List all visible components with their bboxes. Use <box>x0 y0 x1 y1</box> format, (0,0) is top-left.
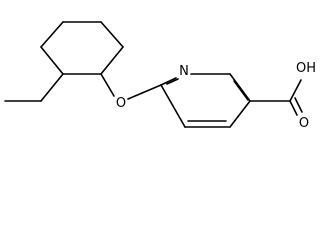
ring-double-bond <box>233 80 249 101</box>
ethyl-bond <box>40 73 64 102</box>
cyclohexane-ring <box>40 21 124 75</box>
acid-bond <box>289 79 302 102</box>
nitrogen-label: N <box>179 64 189 79</box>
acid-double-bond <box>294 97 303 113</box>
ether-oxygen-label: O <box>116 96 126 111</box>
ether-bond <box>127 84 162 100</box>
structure-diagram: O N OH O <box>0 0 320 150</box>
ring-double-bond <box>166 78 179 85</box>
ethyl-group <box>4 73 64 102</box>
ring-bond <box>40 21 64 48</box>
hydroxyl-label: OH <box>296 61 316 76</box>
ether-bond <box>100 73 115 97</box>
ring-bond <box>40 46 64 75</box>
ether-linkage: O <box>100 73 162 111</box>
carbonyl-oxygen-label: O <box>299 116 309 131</box>
ring-bond <box>160 84 186 128</box>
ring-bond <box>160 77 177 86</box>
ring-bond <box>100 21 124 48</box>
carboxylic-acid-group: OH O <box>249 61 316 131</box>
ring-bond <box>229 100 251 128</box>
ring-bond <box>100 46 124 75</box>
pyridine-ring: N <box>160 64 251 128</box>
ring-bond <box>229 73 251 102</box>
molecule-drawing: O N OH O <box>0 0 320 150</box>
acid-double-bond <box>289 100 298 116</box>
canvas-background <box>0 0 320 150</box>
